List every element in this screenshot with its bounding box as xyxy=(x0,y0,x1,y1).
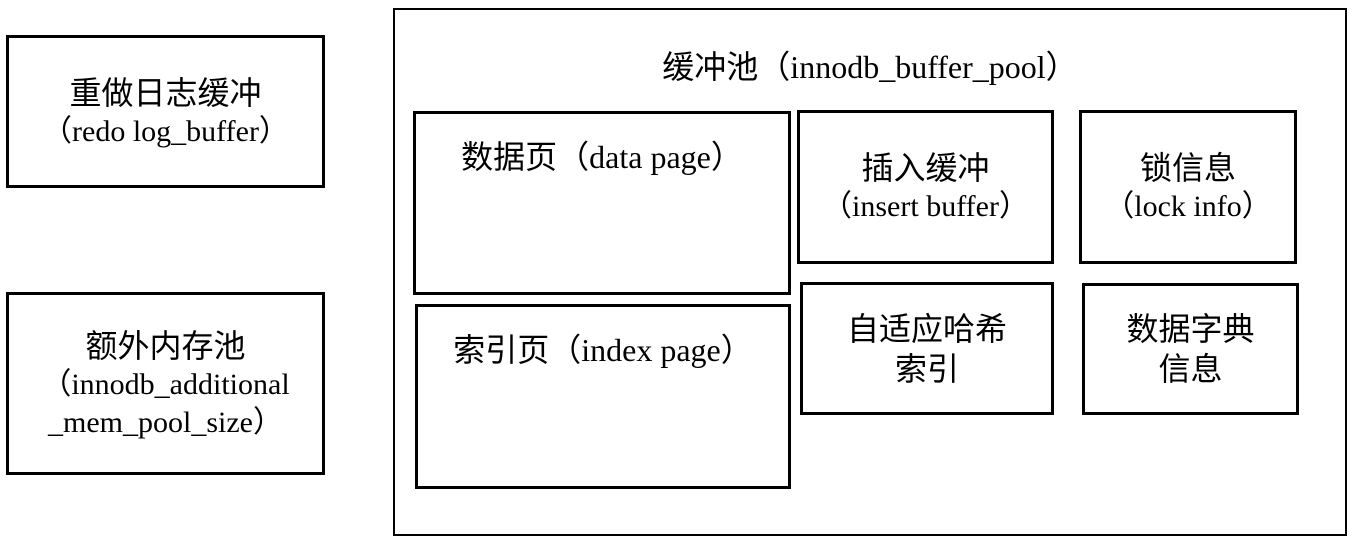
data-dictionary-info-line1: 数据字典 xyxy=(1126,310,1255,348)
insert-buffer-subtitle: （insert buffer） xyxy=(822,190,1029,224)
adaptive-hash-index-line1: 自适应哈希 xyxy=(846,309,1007,348)
data-page-label: 数据页（data page） xyxy=(461,139,743,175)
lock-info-box: 锁信息 （lock info） xyxy=(1079,110,1297,264)
data-dictionary-info-box: 数据字典 信息 xyxy=(1082,283,1299,415)
redo-log-buffer-title: 重做日志缓冲 xyxy=(69,73,262,112)
additional-memory-pool-line2: （innodb_additional xyxy=(41,368,290,401)
additional-memory-pool-box: 额外内存池 （innodb_additional _mem_pool_size） xyxy=(6,292,325,475)
index-page-label: 索引页（index page） xyxy=(453,332,753,368)
data-dictionary-info-line2: 信息 xyxy=(1158,350,1223,388)
adaptive-hash-index-box: 自适应哈希 索引 xyxy=(800,282,1054,415)
buffer-pool-title: 缓冲池（innodb_buffer_pool） xyxy=(662,49,1078,85)
insert-buffer-box: 插入缓冲 （insert buffer） xyxy=(797,110,1054,264)
lock-info-subtitle: （lock info） xyxy=(1104,190,1272,224)
insert-buffer-title: 插入缓冲 xyxy=(861,149,990,188)
redo-log-buffer-box: 重做日志缓冲 （redo log_buffer） xyxy=(6,35,325,188)
adaptive-hash-index-line2: 索引 xyxy=(894,349,959,388)
additional-memory-pool-line3: _mem_pool_size） xyxy=(48,405,283,439)
data-page-box: 数据页（data page） xyxy=(413,111,791,295)
redo-log-buffer-subtitle: （redo log_buffer） xyxy=(42,114,289,148)
additional-memory-pool-title: 额外内存池 xyxy=(85,327,246,365)
lock-info-title: 锁信息 xyxy=(1139,149,1236,188)
index-page-box: 索引页（index page） xyxy=(415,304,791,489)
